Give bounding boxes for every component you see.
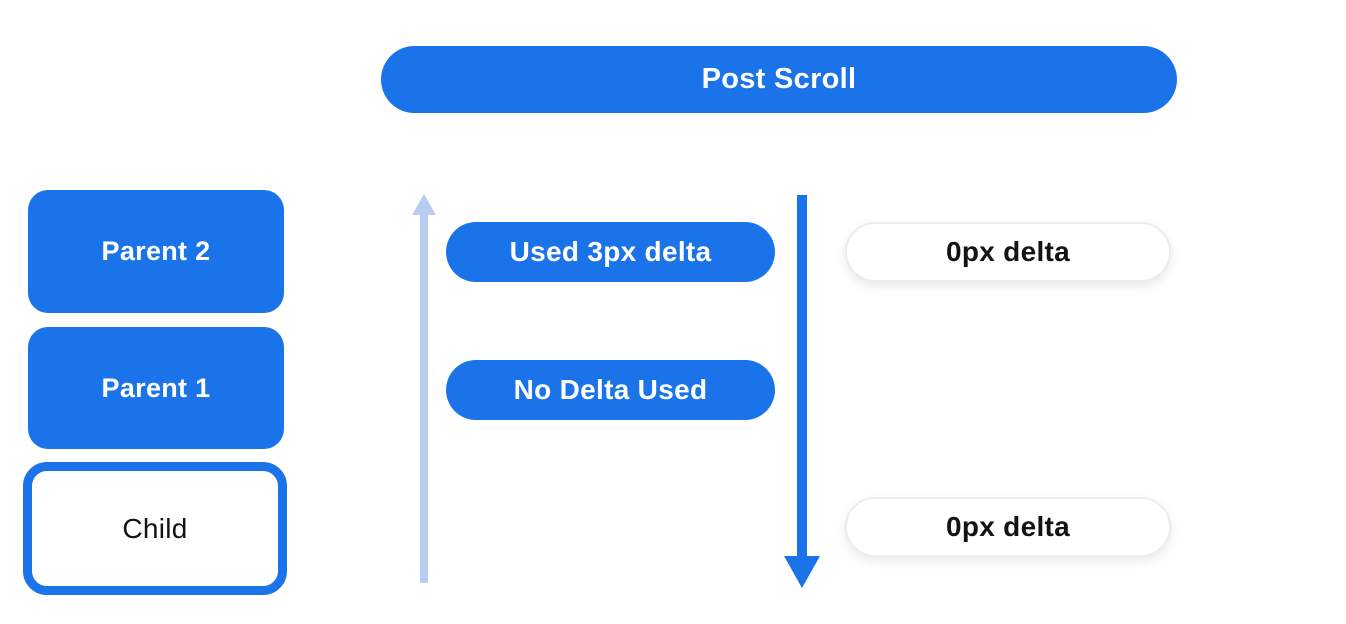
child-box: Child [23,462,287,595]
scroll-up-arrow-shaft [420,213,428,583]
scroll-up-arrow-icon [412,194,436,585]
parent-2-label: Parent 2 [101,236,211,266]
used-3px-delta-label: Used 3px delta [509,236,712,267]
child-label: Child [122,512,188,544]
scroll-down-arrow-shaft [797,195,807,557]
scroll-up-arrowhead [412,194,436,215]
parent-1-label: Parent 1 [101,372,211,403]
post-scroll-label: Post Scroll [701,63,857,95]
zero-delta-pill-bottom: 0px delta [845,497,1171,557]
no-delta-used-pill: No Delta Used [446,360,775,420]
zero-delta-bottom-label: 0px delta [945,511,1071,542]
used-3px-delta-pill: Used 3px delta [446,222,775,282]
post-scroll-banner: Post Scroll [381,46,1177,113]
parent-1-box: Parent 1 [28,327,284,449]
scroll-down-arrow-icon [784,195,820,588]
scroll-down-arrowhead [784,556,820,588]
zero-delta-top-label: 0px delta [945,236,1071,267]
no-delta-used-label: No Delta Used [513,374,708,405]
zero-delta-pill-top: 0px delta [845,222,1171,282]
parent-2-box: Parent 2 [28,190,284,313]
